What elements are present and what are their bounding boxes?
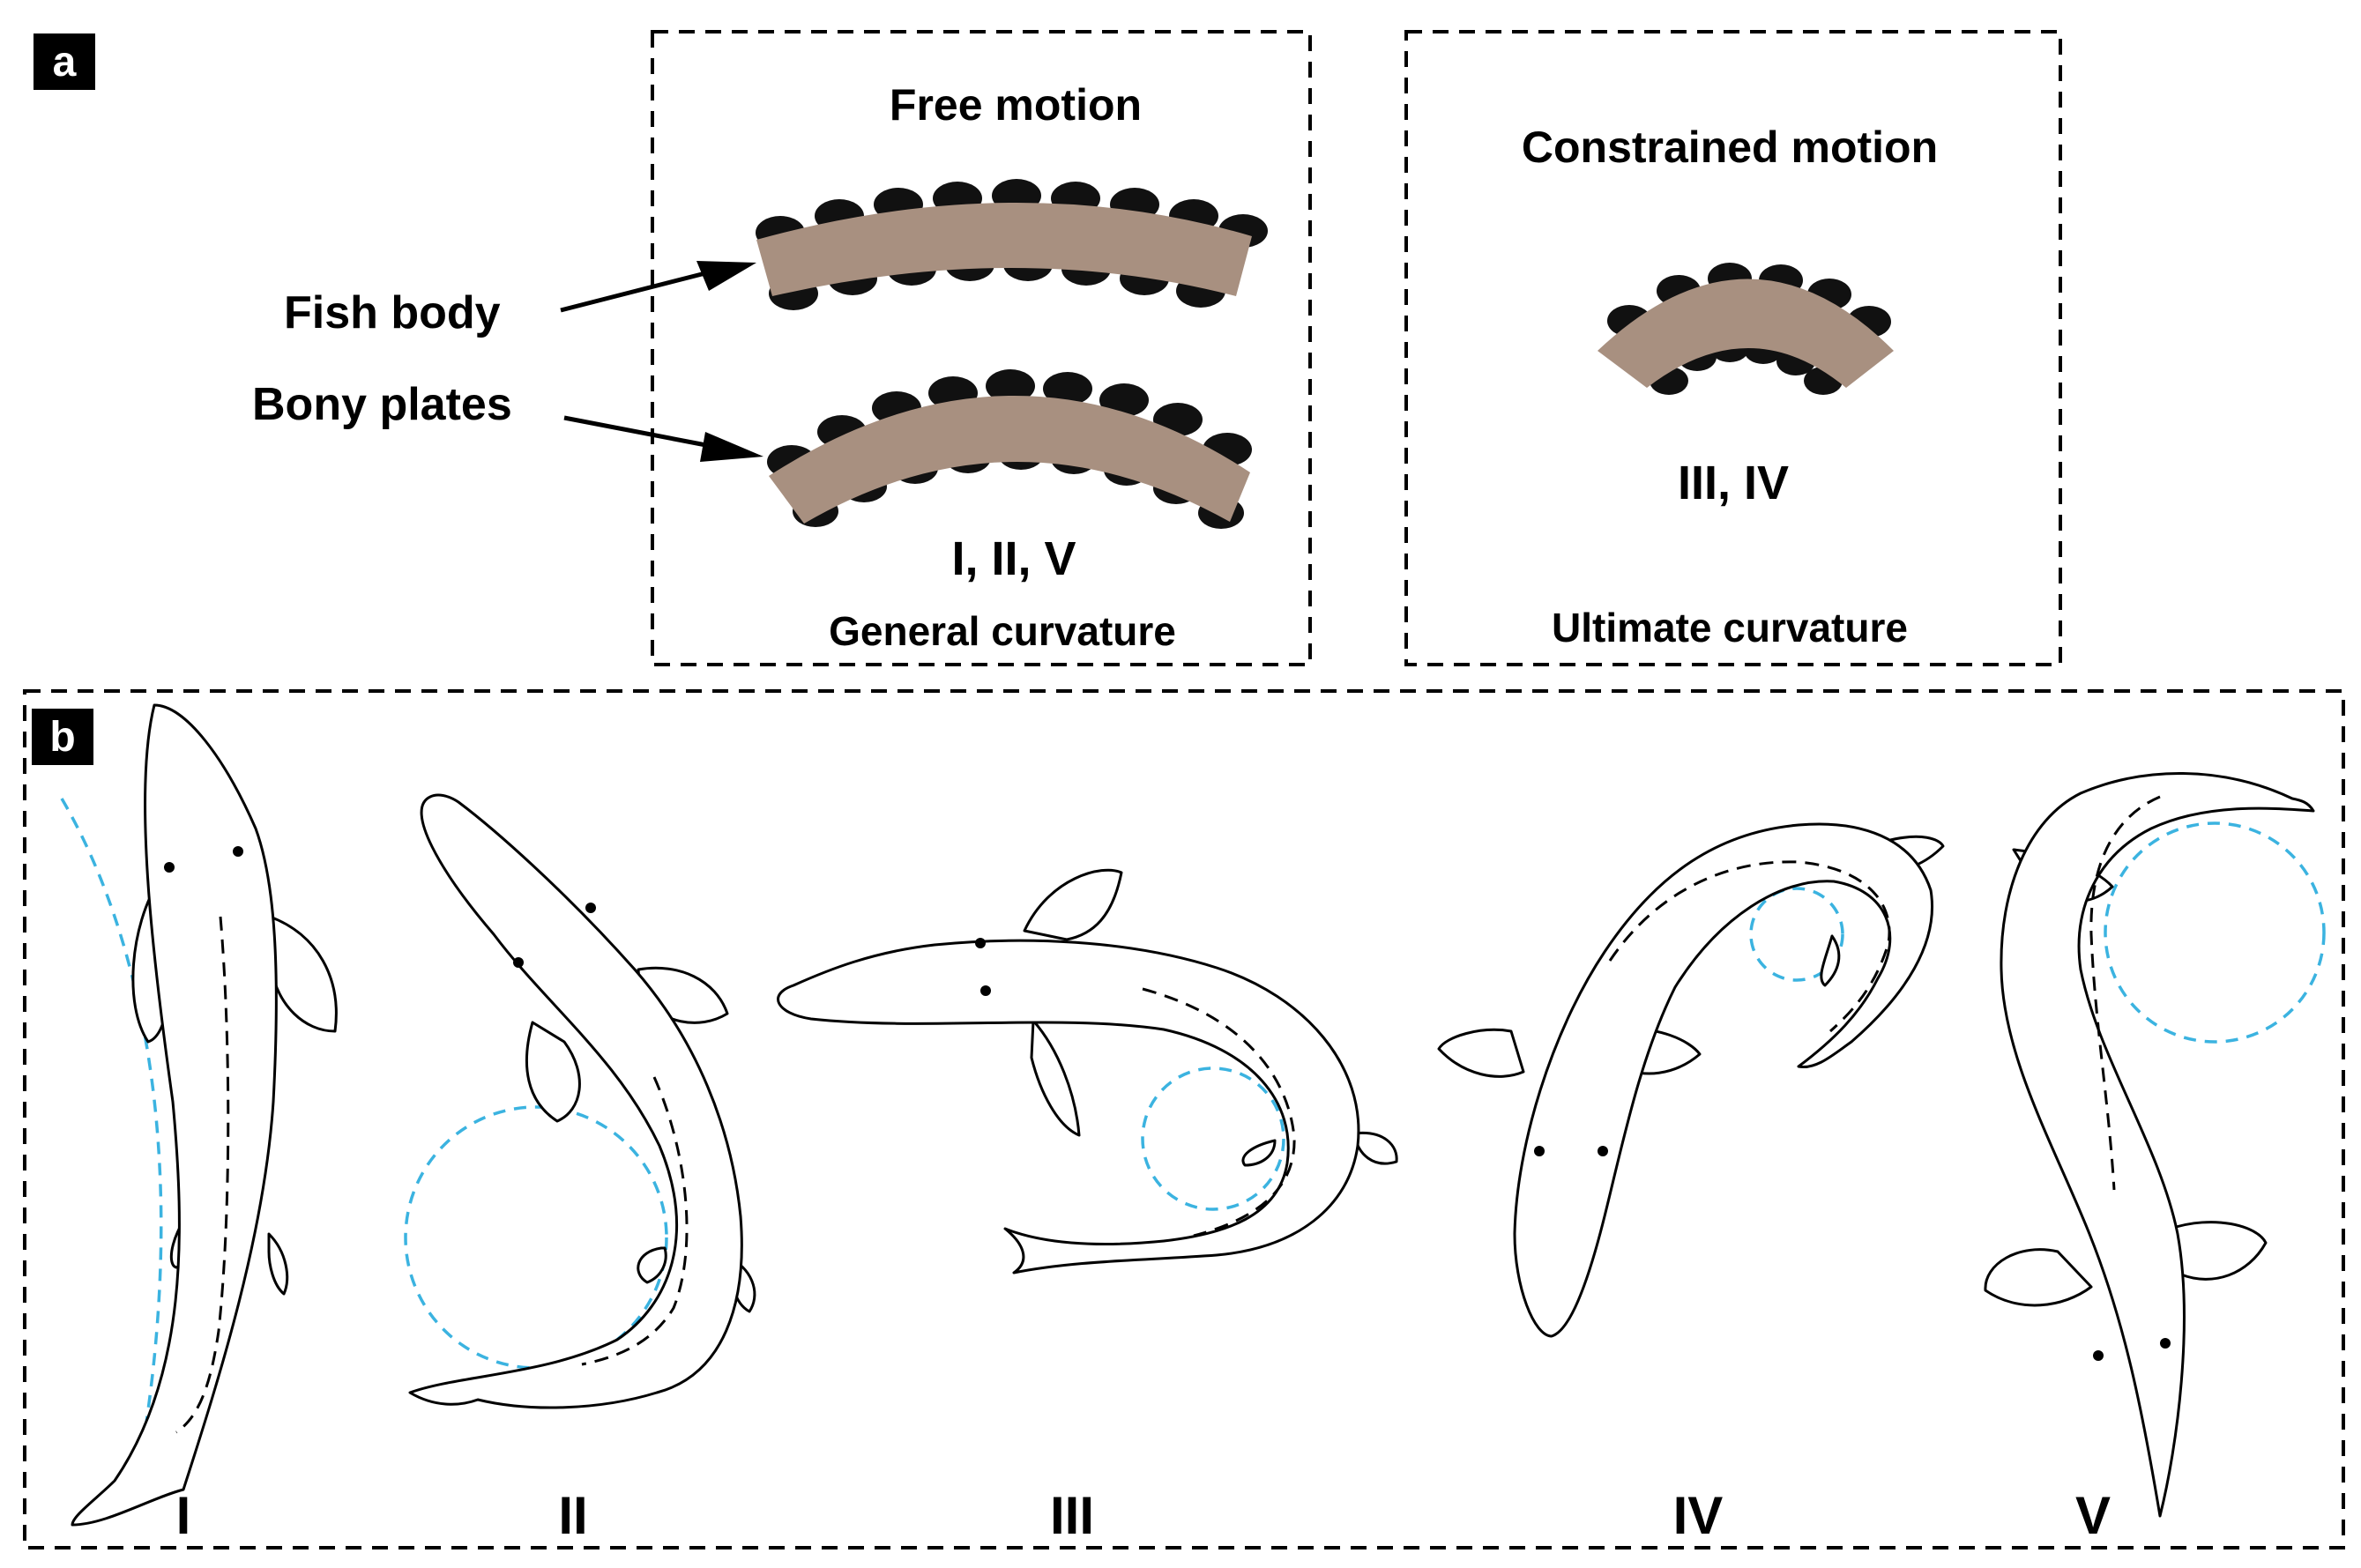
fish-body-band-lower: [769, 395, 1250, 524]
free-motion-title: Free motion: [890, 80, 1142, 130]
constrained-motion-caption: Ultimate curvature: [1552, 605, 1908, 650]
constrained-motion-title: Constrained motion: [1522, 123, 1938, 172]
panel-a: a Free motion: [34, 30, 2062, 666]
panel-a-tag: a: [53, 39, 77, 85]
fish-stage-I: I: [60, 703, 338, 1545]
fish-body-strip: [756, 179, 1268, 310]
panel-b-tag: b: [49, 714, 75, 761]
free-motion-stages: I, II, V: [951, 532, 1076, 585]
panel-a-tag-bg: [34, 33, 95, 90]
constrained-body-band: [1598, 279, 1894, 388]
stage-label-III: III: [1050, 1486, 1094, 1545]
stage-label-V: V: [2075, 1486, 2111, 1545]
bony-plates-strip: [767, 369, 1252, 529]
constrained-motion-box: Constrained motion: [1404, 30, 2062, 666]
free-motion-box: Free motion: [651, 30, 1312, 666]
constrained-curved-strip: [1598, 263, 1894, 395]
constrained-motion-stages: III, IV: [1678, 457, 1789, 509]
fish-stage-II: II: [404, 793, 756, 1545]
free-motion-caption: General curvature: [829, 608, 1176, 654]
fish-stage-IV: IV: [1437, 822, 1945, 1545]
panel-b: b I II: [23, 689, 2345, 1549]
stage-label-I: I: [176, 1486, 191, 1545]
fish-body-band-upper: [756, 202, 1252, 296]
fish-stage-III: III: [777, 868, 1398, 1545]
panel-b-box: [23, 689, 2345, 1549]
stage-label-II: II: [558, 1486, 587, 1545]
panel-b-tag-bg: [32, 709, 93, 765]
stage-label-IV: IV: [1673, 1486, 1724, 1545]
bony-plates-label: Bony plates: [252, 379, 512, 430]
pointer-arrows: [560, 261, 763, 462]
fish-stage-V: V: [1984, 772, 2326, 1545]
fish-body-label: Fish body: [284, 287, 501, 338]
